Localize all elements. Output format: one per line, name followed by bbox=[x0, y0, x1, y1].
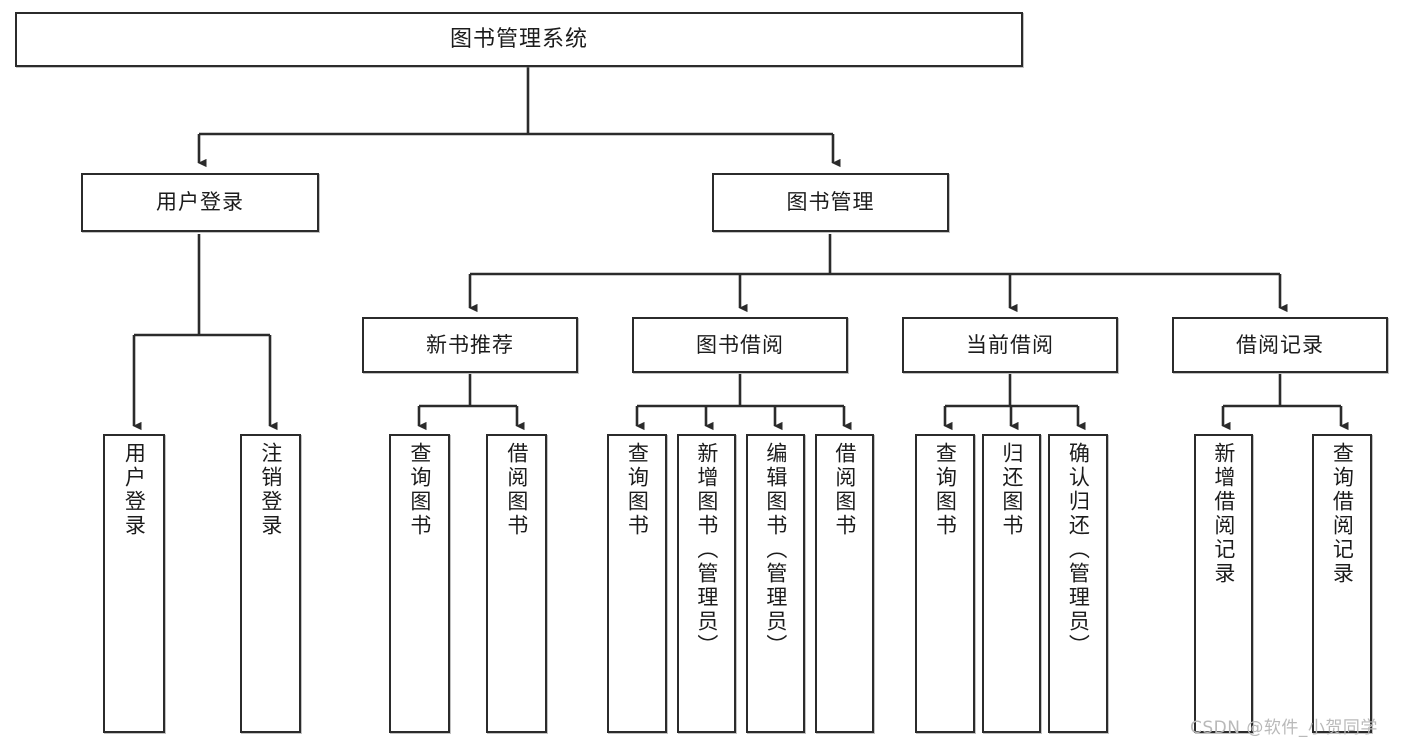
node-book-borrow[interactable]: 图书借阅 bbox=[632, 317, 848, 373]
node-leaf-query-book-current[interactable]: 查询图书 bbox=[915, 434, 975, 733]
node-label: 新增图书（管理员） bbox=[694, 442, 719, 658]
node-leaf-borrow-book-recommend[interactable]: 借阅图书 bbox=[486, 434, 547, 733]
node-label: 图书管理系统 bbox=[449, 26, 588, 52]
node-label: 查询图书 bbox=[407, 442, 432, 538]
node-leaf-confirm-return-admin[interactable]: 确认归还（管理员） bbox=[1048, 434, 1108, 733]
node-leaf-query-borrow-record[interactable]: 查询借阅记录 bbox=[1312, 434, 1372, 733]
node-new-book-recommend[interactable]: 新书推荐 bbox=[362, 317, 578, 373]
node-label: 查询借阅记录 bbox=[1330, 442, 1355, 586]
node-leaf-logout[interactable]: 注销登录 bbox=[240, 434, 301, 733]
node-leaf-query-book-borrow[interactable]: 查询图书 bbox=[607, 434, 667, 733]
node-label: 用户登录 bbox=[122, 442, 147, 538]
node-label: 归还图书 bbox=[999, 442, 1024, 538]
node-root-library-system[interactable]: 图书管理系统 bbox=[15, 12, 1023, 67]
node-leaf-return-book[interactable]: 归还图书 bbox=[982, 434, 1041, 733]
node-borrow-record[interactable]: 借阅记录 bbox=[1172, 317, 1388, 373]
node-leaf-add-borrow-record[interactable]: 新增借阅记录 bbox=[1194, 434, 1253, 733]
node-current-borrow[interactable]: 当前借阅 bbox=[902, 317, 1118, 373]
csdn-watermark: CSDN @软件_小贺同学 bbox=[1190, 718, 1378, 738]
node-label: 新增借阅记录 bbox=[1211, 442, 1236, 586]
node-label: 借阅记录 bbox=[1236, 332, 1324, 357]
node-label: 新书推荐 bbox=[426, 332, 514, 357]
node-leaf-edit-book-admin[interactable]: 编辑图书（管理员） bbox=[746, 434, 805, 733]
node-label: 当前借阅 bbox=[966, 332, 1054, 357]
node-label: 查询图书 bbox=[625, 442, 650, 538]
node-label: 注销登录 bbox=[258, 442, 283, 538]
node-label: 用户登录 bbox=[156, 190, 244, 215]
node-book-management[interactable]: 图书管理 bbox=[712, 173, 949, 232]
node-leaf-user-login[interactable]: 用户登录 bbox=[103, 434, 165, 733]
node-label: 查询图书 bbox=[933, 442, 958, 538]
node-leaf-query-book-recommend[interactable]: 查询图书 bbox=[389, 434, 450, 733]
node-label: 确认归还（管理员） bbox=[1066, 442, 1091, 658]
node-leaf-borrow-book[interactable]: 借阅图书 bbox=[815, 434, 874, 733]
node-label: 借阅图书 bbox=[832, 442, 857, 538]
node-label: 编辑图书（管理员） bbox=[763, 442, 788, 658]
node-user-login[interactable]: 用户登录 bbox=[81, 173, 319, 232]
node-label: 借阅图书 bbox=[504, 442, 529, 538]
node-leaf-add-book-admin[interactable]: 新增图书（管理员） bbox=[677, 434, 736, 733]
node-label: 图书管理 bbox=[786, 190, 875, 215]
node-label: 图书借阅 bbox=[696, 332, 784, 357]
